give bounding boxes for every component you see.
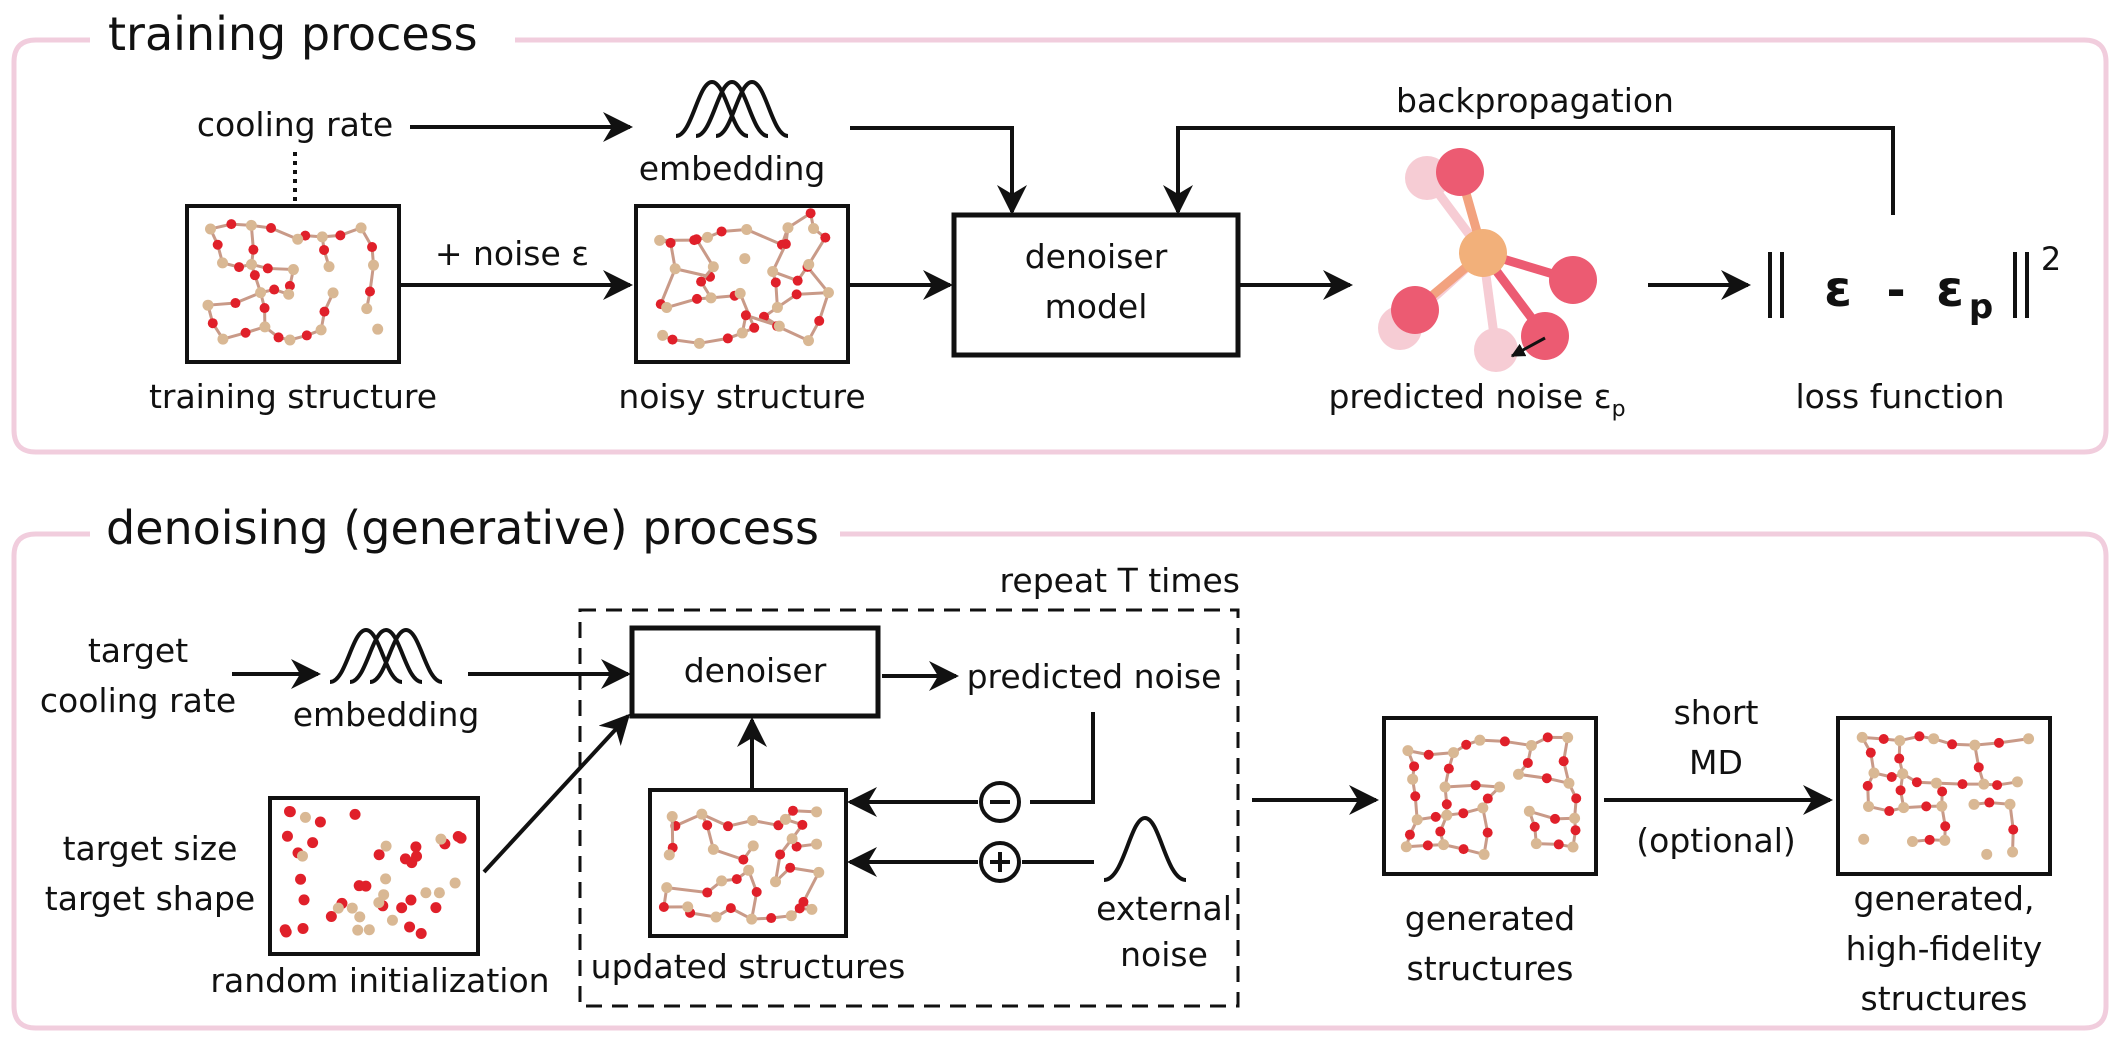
- generative-title: denoising (generative) process: [106, 501, 819, 555]
- denoiser-box: [629, 625, 881, 719]
- cooling-rate-label: cooling rate: [197, 105, 393, 144]
- noisy-structure-label: noisy structure: [618, 377, 865, 416]
- target-size-label: target size: [63, 829, 238, 868]
- embedding-gaussians-icon-2: [329, 627, 443, 684]
- high-fidelity-line2: high-fidelity: [1846, 929, 2043, 968]
- predicted-noise-to-minus-line: [1030, 712, 1095, 804]
- updated-structures-label: updated structures: [591, 947, 906, 986]
- noise-label: + noise ε: [435, 234, 589, 273]
- denoiser-label: denoiser: [684, 651, 827, 690]
- loss-epsilon-p: ε: [1936, 260, 1964, 318]
- backpropagation-label: backpropagation: [1396, 81, 1674, 120]
- predicted-noise-text: predicted noise ε: [1328, 377, 1611, 416]
- updated-structures-image: [648, 788, 848, 938]
- target-cooling-line1: target: [88, 631, 188, 670]
- embedding-label: embedding: [639, 149, 826, 188]
- predicted-noise-label-2: predicted noise: [967, 657, 1222, 696]
- noisy-structure-image: [634, 204, 850, 364]
- predicted-noise-label: predicted noise εp: [1328, 377, 1625, 422]
- loss-minus: -: [1886, 263, 1905, 317]
- loss-exponent: 2: [2041, 240, 2061, 278]
- backpropagation-arrow: [1163, 126, 1895, 215]
- loss-function-formula: ε - ε p 2: [1768, 240, 2061, 327]
- training-structure-label: training structure: [149, 377, 437, 416]
- random-initialization-label: random initialization: [210, 961, 549, 1000]
- training-title: training process: [108, 7, 478, 61]
- external-noise-gaussian-icon: [1103, 815, 1187, 882]
- high-fidelity-line1: generated,: [1854, 879, 2035, 918]
- high-fidelity-line3: structures: [1861, 979, 2028, 1018]
- denoiser-model-line1: denoiser: [1025, 237, 1168, 276]
- high-fidelity-structures-image: [1836, 716, 2052, 876]
- training-structure-image: [185, 204, 401, 364]
- loss-subscript-p: p: [1969, 287, 1993, 327]
- generative-panel-frame: [11, 531, 2109, 1031]
- loss-function-label: loss function: [1795, 377, 2004, 416]
- md-label: MD: [1689, 743, 1743, 782]
- generated-structures-image: [1382, 716, 1598, 876]
- generated-structures-line1: generated: [1405, 899, 1575, 938]
- repeat-loop-frame: [578, 608, 1240, 1008]
- external-noise-line1: external: [1096, 889, 1232, 928]
- repeat-label: repeat T times: [1000, 561, 1240, 600]
- target-cooling-line2: cooling rate: [40, 681, 236, 720]
- random-initialization-image: [268, 796, 480, 956]
- external-noise-line2: noise: [1120, 935, 1208, 974]
- optional-label: (optional): [1636, 821, 1796, 860]
- denoiser-model-box: [951, 212, 1241, 358]
- embedding-label-2: embedding: [293, 695, 480, 734]
- predicted-noise-molecule: [1378, 148, 1597, 372]
- random-to-denoiser-arrow: [482, 713, 631, 874]
- embedding-gaussians-icon: [675, 79, 789, 138]
- loss-epsilon: ε: [1824, 260, 1852, 318]
- denoiser-model-line2: model: [1045, 287, 1148, 326]
- short-label: short: [1674, 693, 1759, 732]
- target-shape-label: target shape: [45, 879, 255, 918]
- generated-structures-line2: structures: [1407, 949, 1574, 988]
- embedding-to-denoiser-arrow: [850, 126, 1027, 215]
- predicted-noise-subscript: p: [1612, 397, 1626, 422]
- training-panel-frame: [11, 37, 2109, 455]
